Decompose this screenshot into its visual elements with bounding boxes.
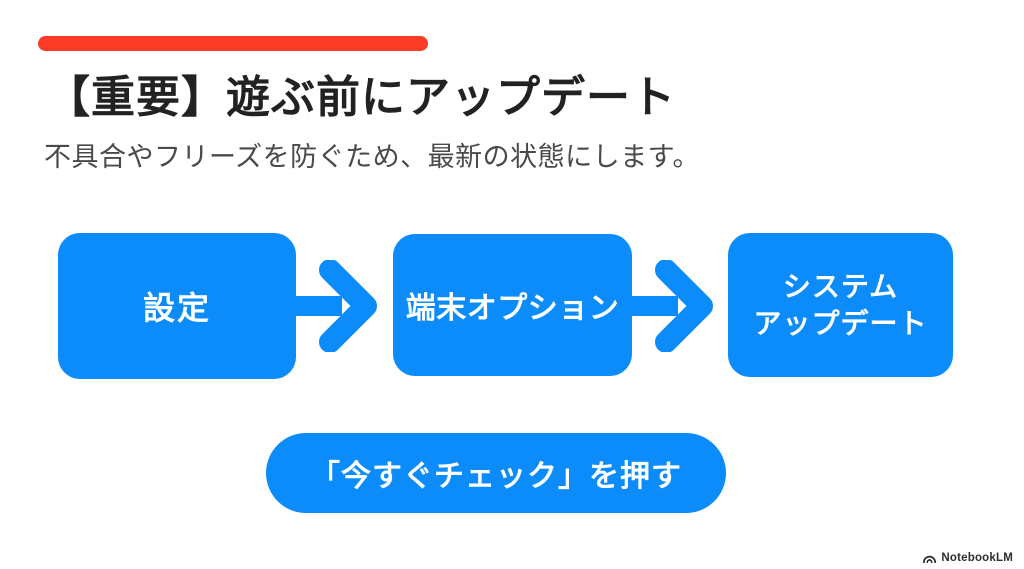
flow-step-device-options: 端末オプション xyxy=(393,234,632,376)
flow-step-settings-label: 設定 xyxy=(142,290,211,326)
flow-step-device-options-label: 端末オプション xyxy=(405,292,620,325)
arrow-right-icon xyxy=(632,260,713,352)
slide-subtitle: 不具合やフリーズを防ぐため、最新の状態にします。 xyxy=(44,142,700,172)
watermark-brand: NotebookLM xyxy=(941,552,1013,564)
watermark: NotebookLM xyxy=(922,552,1013,564)
flow-step-system-update: システム アップデート xyxy=(728,233,953,377)
arrow-right-icon xyxy=(296,260,377,352)
flow-step-settings: 設定 xyxy=(58,233,296,379)
flow-step-system-update-label: システム アップデート xyxy=(753,271,928,339)
cta-label: 「今すぐチェック」を押す xyxy=(310,460,682,493)
cta-pill: 「今すぐチェック」を押す xyxy=(266,433,726,513)
slide-title: 【重要】遊ぶ前にアップデート xyxy=(46,73,676,122)
notebooklm-logo-icon xyxy=(923,555,937,563)
accent-bar xyxy=(38,36,428,51)
